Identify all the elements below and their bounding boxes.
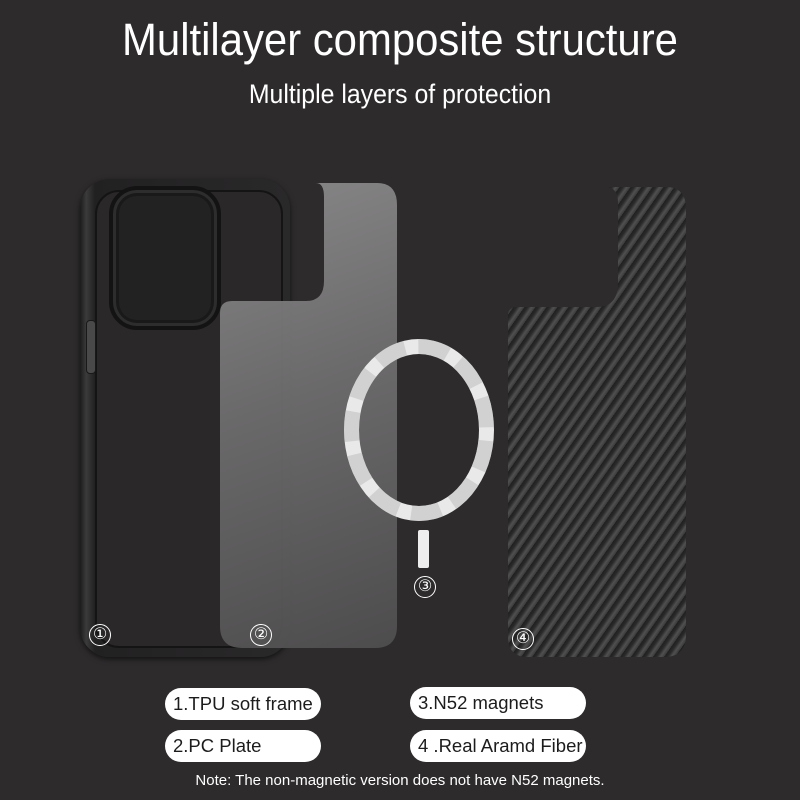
aramid-fiber-plate-illustration (508, 187, 686, 657)
label-pc-plate: 2.PC Plate (165, 730, 321, 762)
magnet-bar-icon (418, 530, 429, 568)
footnote: Note: The non-magnetic version does not … (195, 772, 605, 789)
badge-2: ② (250, 624, 272, 646)
label-tpu-frame: 1.TPU soft frame (165, 688, 321, 720)
camera-cutout-icon (109, 186, 221, 330)
label-aramid-fiber: 4 .Real Aramd Fiber (410, 730, 586, 762)
magnet-segments (344, 339, 494, 521)
badge-4: ④ (512, 628, 534, 650)
page-subtitle: Multiple layers of protection (248, 79, 552, 109)
label-n52-magnets: 3.N52 magnets (410, 687, 586, 719)
side-button-icon (86, 320, 96, 374)
page-title: Multilayer composite structure (122, 14, 678, 65)
badge-1: ① (89, 624, 111, 646)
badge-3: ③ (414, 576, 436, 598)
